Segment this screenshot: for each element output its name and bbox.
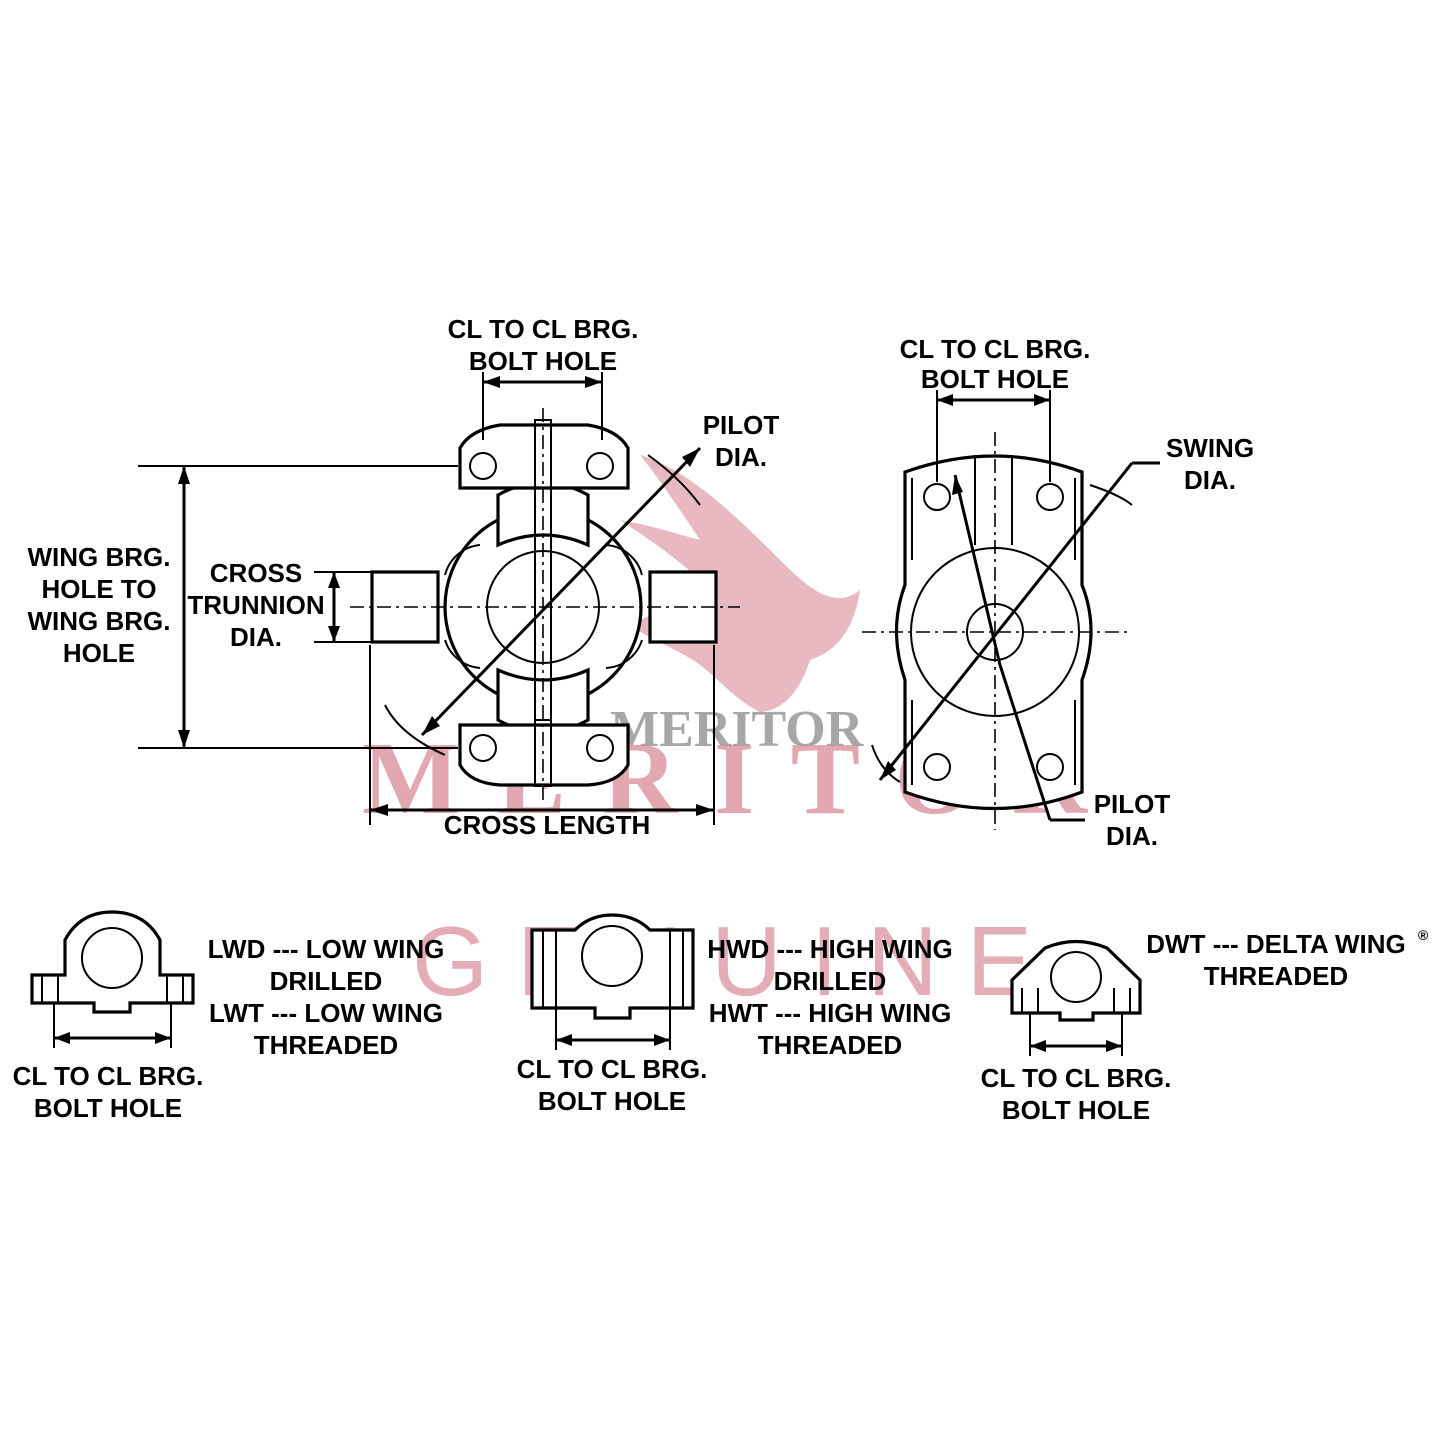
- high-wing-shape: [530, 913, 695, 1020]
- trunnion-label-3: DIA.: [230, 622, 282, 652]
- wing-label-2: HOLE TO: [41, 574, 156, 604]
- bottom-bearing-cap: [458, 723, 630, 787]
- meritor-small-text: MERITOR: [610, 701, 865, 758]
- side-bottom-left-hole: [923, 753, 951, 781]
- delta-wing-bolt-label-2: BOLT HOLE: [1002, 1095, 1150, 1125]
- cross-length-label: CROSS LENGTH: [444, 810, 651, 840]
- high-wing-bolt-label-2: BOLT HOLE: [538, 1086, 686, 1116]
- side-pilot-label-1: PILOT: [1094, 789, 1171, 819]
- bottom-left-bolt-hole: [469, 734, 497, 762]
- high-wing-bolt-label-1: CL TO CL BRG.: [517, 1054, 708, 1084]
- high-wing-line-1: HWD --- HIGH WING: [707, 934, 953, 964]
- delta-wing-variant: DWT --- DELTA WING ® THREADED CL TO CL B…: [981, 927, 1429, 1125]
- front-pilot-label-1: PILOT: [703, 410, 780, 440]
- top-right-bolt-hole: [586, 452, 614, 480]
- trunnion-label-2: TRUNNION: [187, 590, 324, 620]
- low-wing-line-4: THREADED: [254, 1030, 398, 1060]
- side-top-left-hole: [923, 483, 951, 511]
- wing-label-4: HOLE: [63, 638, 135, 668]
- side-bolt-hole-label-1: CL TO CL BRG.: [900, 334, 1091, 364]
- wing-label-1: WING BRG.: [28, 542, 171, 572]
- wing-label-3: WING BRG.: [28, 606, 171, 636]
- front-bolt-hole-label-1: CL TO CL BRG.: [448, 314, 639, 344]
- trunnion-label-1: CROSS: [210, 558, 302, 588]
- delta-wing-line-2: THREADED: [1204, 961, 1348, 991]
- high-wing-line-2: DRILLED: [774, 966, 887, 996]
- front-bolt-hole-label-2: BOLT HOLE: [469, 346, 617, 376]
- low-wing-line-3: LWT --- LOW WING: [209, 998, 443, 1028]
- side-view: CL TO CL BRG. BOLT HOLE SWING DIA. PILOT…: [862, 334, 1254, 851]
- high-wing-line-4: THREADED: [758, 1030, 902, 1060]
- high-wing-variant: HWD --- HIGH WING DRILLED HWT --- HIGH W…: [517, 913, 953, 1116]
- low-wing-shape: [30, 910, 195, 1014]
- bull-head-logo: [620, 455, 860, 712]
- bottom-right-bolt-hole: [586, 734, 614, 762]
- swing-label-2: DIA.: [1184, 465, 1236, 495]
- delta-wing-shape: [1010, 939, 1142, 1022]
- side-pilot-label-2: DIA.: [1106, 821, 1158, 851]
- front-view: CL TO CL BRG. BOLT HOLE PILOT DIA. WING …: [28, 314, 780, 840]
- side-bottom-right-hole: [1036, 753, 1064, 781]
- registered-mark: ®: [1418, 927, 1429, 943]
- side-top-right-hole: [1036, 483, 1064, 511]
- top-left-bolt-hole: [469, 452, 497, 480]
- low-wing-bolt-label-2: BOLT HOLE: [34, 1093, 182, 1123]
- front-pilot-label-2: DIA.: [715, 442, 767, 472]
- low-wing-line-2: DRILLED: [270, 966, 383, 996]
- low-wing-line-1: LWD --- LOW WING: [208, 934, 445, 964]
- top-bearing-cap: [458, 423, 630, 490]
- delta-wing-bolt-label-1: CL TO CL BRG.: [981, 1063, 1172, 1093]
- high-wing-line-3: HWT --- HIGH WING: [709, 998, 952, 1028]
- side-bolt-hole-label-2: BOLT HOLE: [921, 364, 1069, 394]
- low-wing-bolt-label-1: CL TO CL BRG.: [13, 1061, 204, 1091]
- low-wing-variant: LWD --- LOW WING DRILLED LWT --- LOW WIN…: [13, 910, 445, 1123]
- delta-wing-line-1: DWT --- DELTA WING: [1146, 929, 1405, 959]
- swing-label-1: SWING: [1166, 433, 1254, 463]
